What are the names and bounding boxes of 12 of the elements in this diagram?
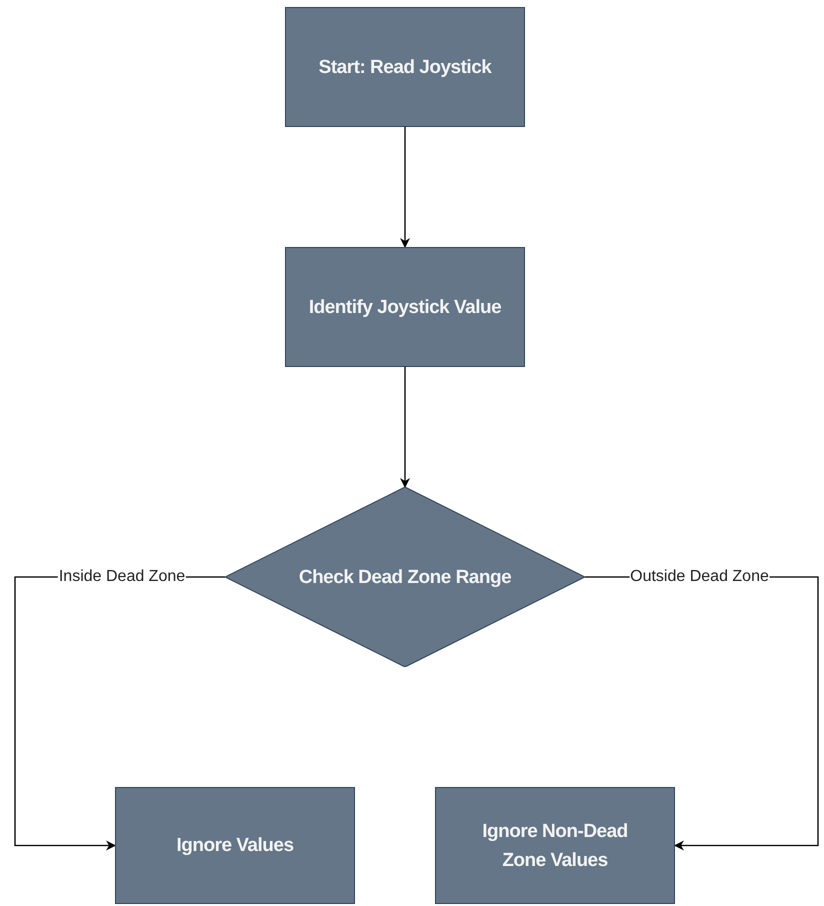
process-box [285,247,525,367]
process-box [285,7,525,127]
node-text: Check Dead Zone Range [298,566,512,590]
node-text: Ignore Non-Dead Zone Values [481,820,629,872]
process-box [435,787,675,904]
arrow [400,127,410,248]
node-text: Ignore Values [175,834,295,858]
process-box [115,787,355,904]
node-text: Start: Read Joystick [318,56,493,80]
arrow [400,367,410,488]
node-text: Identify Joystick Value [308,296,502,320]
decision-diamond [225,487,585,667]
